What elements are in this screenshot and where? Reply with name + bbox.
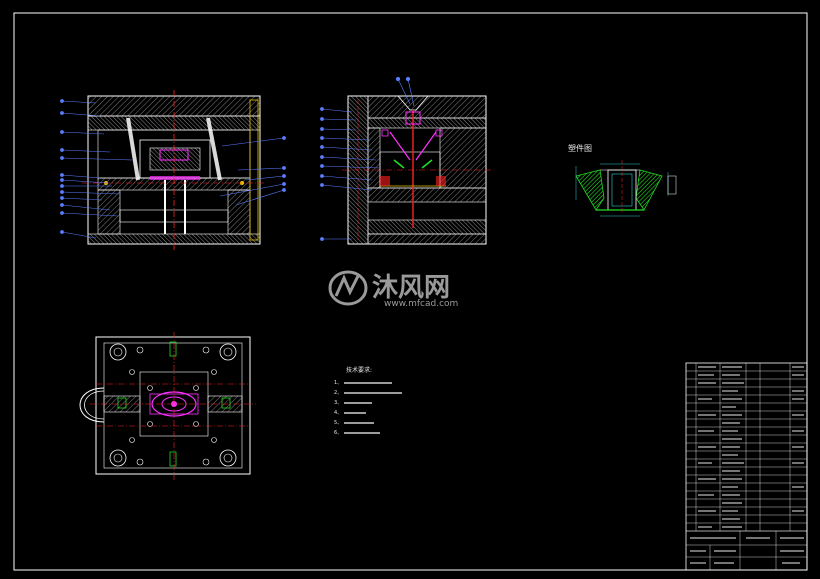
watermark: 沐风网 www.mfcad.com	[328, 270, 458, 309]
part-detail-view: 塑件图	[568, 143, 677, 217]
tech-item: 5、	[334, 420, 342, 426]
tech-item: 6、	[334, 430, 342, 436]
tech-item: 1、	[334, 380, 342, 386]
tech-item: 3、	[334, 400, 342, 406]
tech-requirements: 技术要求: 1、 2、 3、 4、 5、 6、	[334, 366, 402, 436]
tech-item: 2、	[334, 390, 342, 396]
detail-label: 塑件图	[568, 143, 592, 153]
sheet-border	[13, 12, 808, 571]
top-view	[79, 332, 256, 480]
watermark-url: www.mfcad.com	[384, 299, 458, 309]
mfcad-logo-icon	[328, 270, 368, 306]
tech-heading: 技术要求:	[346, 366, 372, 374]
watermark-brand: 沐风网	[372, 273, 450, 303]
tech-item: 4、	[334, 410, 342, 416]
title-block	[685, 362, 808, 571]
front-section-view	[60, 90, 286, 250]
side-section-view	[320, 76, 492, 245]
